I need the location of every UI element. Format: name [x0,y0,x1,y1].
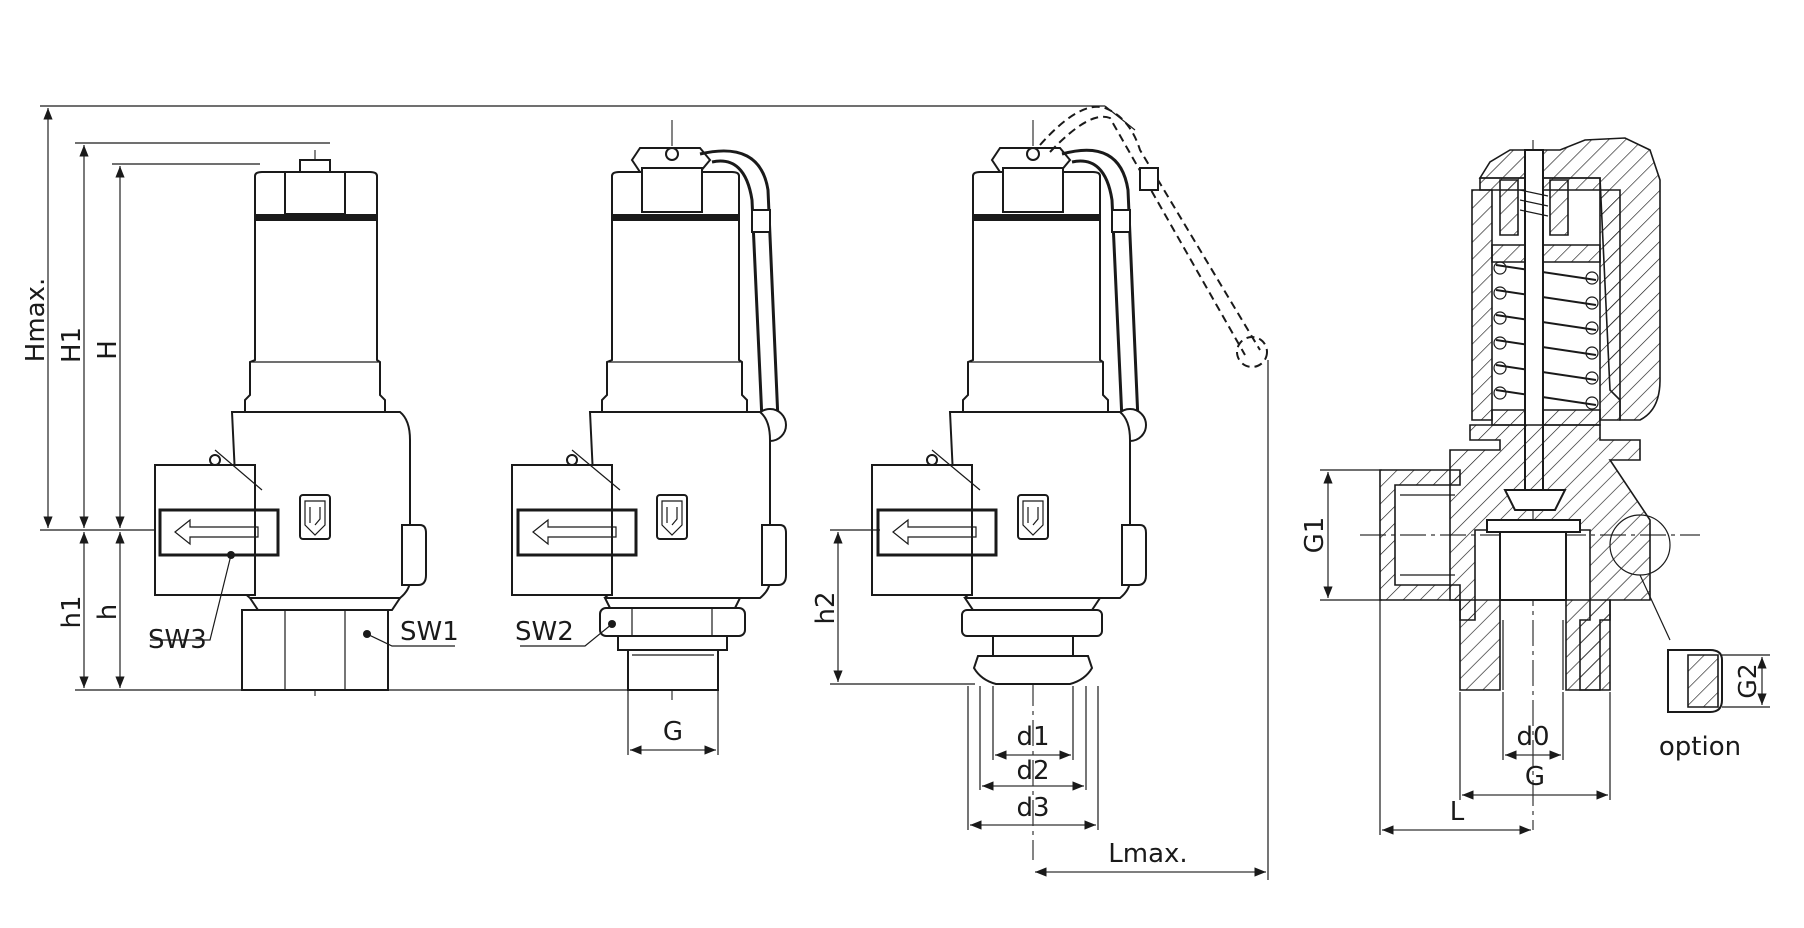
dim-label-g2: G2 [1733,663,1762,698]
spring [1493,261,1599,410]
dim-label-h1-upper: H1 [57,327,87,363]
manufacturer-logo-icon-3 [1017,494,1049,540]
dim-h1-lower: h1 [57,532,89,688]
dim-label-d0: d0 [1516,722,1549,752]
valve-lever-threaded-view: SW2 G [511,120,787,755]
dim-h1-upper: H1 [57,145,89,528]
flow-direction-arrow-icon-3 [892,518,977,546]
dim-label-h-upper: H [93,340,123,360]
manufacturer-logo-icon [299,494,331,540]
label-sw2: SW2 [515,617,574,647]
dim-label-h1-lower: h1 [57,595,87,628]
dim-h-lower: h [93,532,125,688]
dim-label-g-section: G [1525,762,1545,792]
dim-h-upper: H [93,166,125,528]
dim-label-hmax: Hmax. [21,278,51,362]
dim-label-g-thread: G [663,717,683,747]
label-sw1: SW1 [400,617,459,647]
dim-label-h2: h2 [811,591,841,624]
manufacturer-logo-icon-2 [656,494,688,540]
label-sw3: SW3 [148,625,207,655]
dim-hmax: Hmax. [21,108,53,528]
valve-section-view: G1 d0 G L G2 option [1300,137,1770,835]
valve-standard-view: SW3 SW1 [148,150,459,700]
dim-label-g1: G1 [1300,517,1330,554]
label-option: option [1659,732,1741,762]
dim-label-l: L [1450,797,1465,827]
flow-direction-arrow-icon-2 [532,518,617,546]
dim-label-d2: d2 [1016,756,1049,786]
flow-direction-arrow-icon [174,518,259,546]
dim-label-d1: d1 [1016,722,1049,752]
dim-label-d3: d3 [1016,793,1049,823]
valve-lever-clamp-view: h2 d1 d2 d3 Lmax. [811,105,1269,880]
dim-label-h-lower: h [93,604,123,620]
dim-label-lmax: Lmax. [1108,839,1187,869]
